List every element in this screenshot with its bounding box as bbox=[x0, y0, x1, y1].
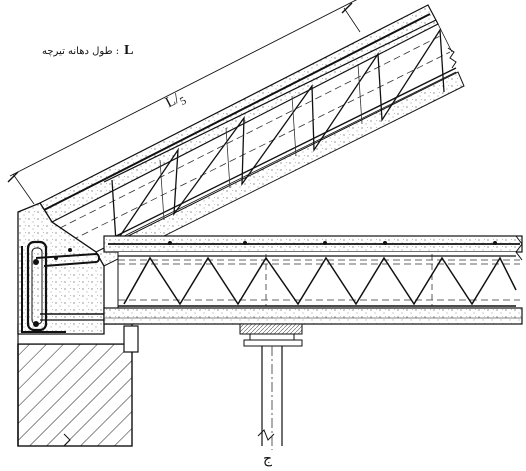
inclined-roof-slab bbox=[39, 4, 465, 267]
column-support bbox=[239, 323, 303, 446]
span-length-description: : طول دهانه تیرچه bbox=[42, 46, 120, 57]
span-length-legend: L : طول دهانه تیرچه bbox=[42, 40, 134, 58]
span-length-symbol: L bbox=[124, 43, 134, 58]
dimension-line bbox=[7, 0, 361, 205]
horizontal-slab bbox=[103, 235, 523, 325]
masonry-wall bbox=[17, 343, 133, 447]
corner-beam bbox=[17, 202, 105, 335]
detail-mark: ج bbox=[263, 451, 273, 467]
